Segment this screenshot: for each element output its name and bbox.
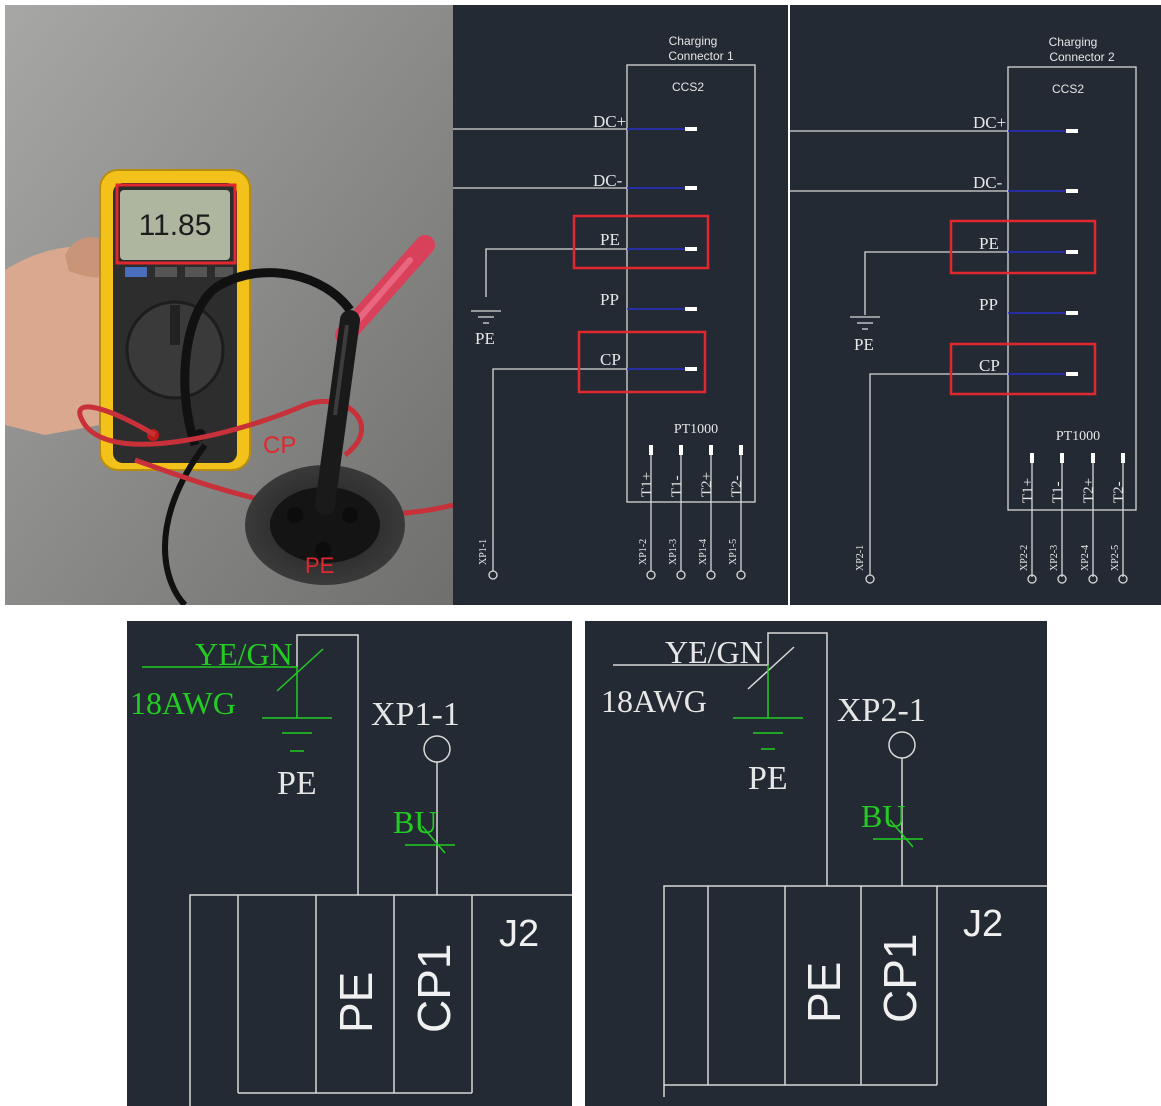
schematic-connector-2: Charging Connector 2 CCS2 DC+ DC- PE PP … <box>790 5 1161 605</box>
panel-divider <box>788 5 790 605</box>
red-probe-cable <box>77 398 365 457</box>
terminal-label: XP1-1 <box>371 696 460 733</box>
pin-cp: CP <box>979 356 1000 375</box>
connector-label: J2 <box>499 913 539 955</box>
pin-pe-label: PE <box>330 972 382 1033</box>
pin-dc-minus: DC- <box>973 173 1003 192</box>
black-probe <box>315 310 360 515</box>
pe-wire <box>767 632 828 886</box>
wire-gauge-label: 18AWG <box>130 685 236 721</box>
connector-title-line2: Connector 1 <box>668 49 734 63</box>
ground-label: PE <box>475 329 495 348</box>
highlight-cp <box>577 330 707 394</box>
pin-pe-label: PE <box>798 962 850 1023</box>
pin-pe: PE <box>979 234 999 253</box>
terminal-label-4: XP2-4 <box>1080 545 1091 571</box>
terminal-xp2-2 <box>1027 574 1037 584</box>
terminal-label-4: XP1-4 <box>698 539 709 565</box>
wire-gauge-label: 18AWG <box>601 683 707 719</box>
wire-color-label: YE/GN <box>195 636 293 672</box>
meter-reading: 11.85 <box>139 209 212 242</box>
black-probe-cable <box>180 268 354 447</box>
wire-color-label: YE/GN <box>665 634 763 670</box>
pin-dc-minus: DC- <box>593 171 623 190</box>
connector-box <box>626 64 756 503</box>
connector-title-line1: Charging <box>1049 35 1098 49</box>
terminal-circle <box>423 735 451 763</box>
terminal-label-1: XP1-1 <box>478 539 489 565</box>
pin-dc-plus: DC+ <box>593 112 626 131</box>
connector-title-line2: Connector 2 <box>1049 50 1115 64</box>
pin-pp: PP <box>979 295 998 314</box>
terminal-label-3: XP1-3 <box>668 539 679 565</box>
temp-pin-t2-plus: T2+ <box>1081 478 1097 503</box>
connector-label: J2 <box>963 903 1003 945</box>
terminal-xp2-3 <box>1057 574 1067 584</box>
temp-sensor-label: PT1000 <box>1056 429 1100 444</box>
schematic-connector-1: Charging Connector 1 CCS2 DC+ DC- PE PP … <box>453 5 788 605</box>
meter-display-highlight <box>115 183 237 265</box>
temp-pin-t1-minus: T1- <box>1050 481 1066 503</box>
terminal-label-2: XP1-2 <box>638 539 649 565</box>
terminal-xp1-1 <box>488 570 498 580</box>
pin-pe: PE <box>600 230 620 249</box>
pin-cp: CP <box>600 350 621 369</box>
pe-wire <box>296 634 359 895</box>
highlight-pe <box>572 214 710 270</box>
label-cp: CP <box>263 432 296 459</box>
terminal-label-5: XP1-5 <box>728 539 739 565</box>
pin-cp-label: CP1 <box>408 944 460 1033</box>
temp-pin-t1-minus: T1- <box>669 475 685 497</box>
temp-pin-t1-plus: T1+ <box>639 472 655 497</box>
terminal-label-3: XP2-3 <box>1049 545 1060 571</box>
terminal-label-1: XP2-1 <box>855 545 866 571</box>
pin-cp-label: CP1 <box>874 934 926 1023</box>
pin-pp: PP <box>600 290 619 309</box>
temp-pin-t2-plus: T2+ <box>699 472 715 497</box>
connector-type: CCS2 <box>1052 82 1084 96</box>
temp-pin-t1-plus: T1+ <box>1020 478 1036 503</box>
terminal-xp2-1 <box>865 574 875 584</box>
terminal-xp1-5 <box>736 570 746 580</box>
detail-wiring-1: YE/GN 18AWG BU PE XP1-1 J2 PE CP1 <box>127 621 572 1106</box>
cp-wire-color-label: BU <box>393 804 437 840</box>
temp-pin-t2-minus: T2- <box>1111 481 1127 503</box>
terminal-label-2: XP2-2 <box>1019 545 1030 571</box>
terminal-label-5: XP2-5 <box>1110 545 1121 571</box>
connector-j2-outline <box>189 894 572 1106</box>
highlight-pe <box>949 219 1097 275</box>
connector-type: CCS2 <box>672 80 704 94</box>
temp-pin-t2-minus: T2- <box>729 475 745 497</box>
connector-title-line1: Charging <box>669 34 718 48</box>
meter-display <box>120 190 230 260</box>
temp-sensor-label: PT1000 <box>674 422 718 437</box>
cp-wire-color-label: BU <box>861 798 905 834</box>
rotary-dial <box>125 300 225 400</box>
detail-wiring-2: YE/GN 18AWG BU PE XP2-1 J2 PE CP1 <box>585 621 1047 1106</box>
multimeter: 11.85 <box>99 169 251 471</box>
label-pe: PE <box>305 553 334 578</box>
terminal-circle <box>888 731 916 759</box>
terminal-xp1-2 <box>646 570 656 580</box>
ground-symbol <box>471 310 501 324</box>
terminal-label: XP2-1 <box>837 692 926 729</box>
terminal-xp1-3 <box>676 570 686 580</box>
highlight-cp <box>949 342 1097 396</box>
connector-j2-outline <box>663 885 1047 1097</box>
connector-box <box>1007 66 1137 511</box>
ground-label: PE <box>854 335 874 354</box>
ground-label: PE <box>748 760 788 797</box>
pin-dc-plus: DC+ <box>973 113 1006 132</box>
terminal-xp2-4 <box>1088 574 1098 584</box>
ground-label: PE <box>277 765 317 802</box>
terminal-xp1-4 <box>706 570 716 580</box>
ground-symbol <box>850 316 880 330</box>
multimeter-photo: 11.85 CP PE <box>5 5 453 605</box>
terminal-xp2-5 <box>1118 574 1128 584</box>
